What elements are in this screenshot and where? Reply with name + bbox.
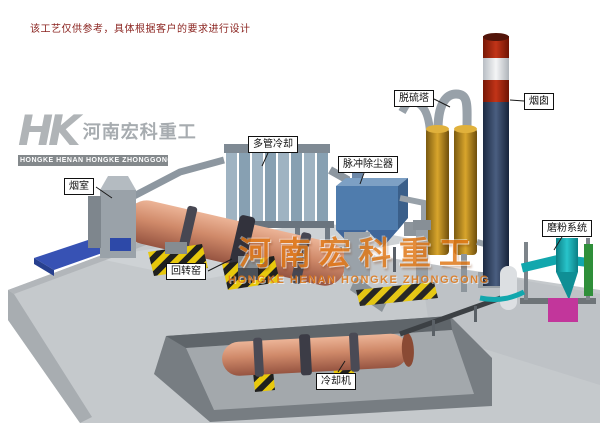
leader-chimney [509, 99, 525, 102]
logo-hk-initials: HK [18, 106, 81, 155]
label-grinding-system: 磨粉系统 [542, 220, 592, 237]
leader-multi-tube-cooler [261, 152, 269, 167]
logo-row: HK 河南宏科重工 [18, 106, 196, 155]
label-chimney: 烟囱 [524, 93, 554, 110]
smoke-chamber-unit [88, 156, 225, 258]
white-tank [500, 266, 517, 310]
disclaimer-note: 该工艺仅供参考，具体根据客户的要求进行设计 [30, 24, 251, 35]
leader-pulse-dust-collector [359, 172, 365, 185]
leader-grinding-system [553, 236, 563, 251]
brand-watermark-left: HK 河南宏科重工 HONGKE HENAN HONGKE ZHONGGONG [18, 106, 196, 166]
label-rotary-kiln: 回转窑 [166, 263, 206, 280]
kiln-support-base-2 [222, 256, 280, 290]
label-desulfurization-tower: 脱硫塔 [394, 90, 434, 107]
hazard-strip [356, 282, 438, 306]
label-cooling-machine: 冷却机 [316, 373, 356, 390]
desulfurization-towers [398, 89, 495, 292]
logo-company-en: HONGKE HENAN HONGKE ZHONGGONG [18, 155, 174, 166]
leader-smoke-chamber [95, 186, 113, 199]
kiln-drive-motor [238, 268, 258, 280]
grinding-system-unit [479, 238, 596, 322]
kiln-inlet-duct [132, 156, 225, 200]
leader-lines [95, 98, 563, 373]
leader-desulfurization-tower [433, 98, 451, 108]
label-smoke-chamber: 烟室 [64, 178, 94, 195]
label-multi-tube-cooler: 多管冷却 [248, 136, 298, 153]
leader-cooling-machine [337, 360, 346, 373]
tower-top-pipe-bridge [433, 89, 472, 131]
logo-company-cn: 河南宏科重工 [82, 122, 197, 142]
leader-rotary-kiln [207, 258, 233, 272]
chimney-stack [478, 33, 514, 288]
rotary-kiln-body [125, 200, 346, 286]
label-pulse-dust-collector: 脉冲除尘器 [338, 156, 398, 173]
